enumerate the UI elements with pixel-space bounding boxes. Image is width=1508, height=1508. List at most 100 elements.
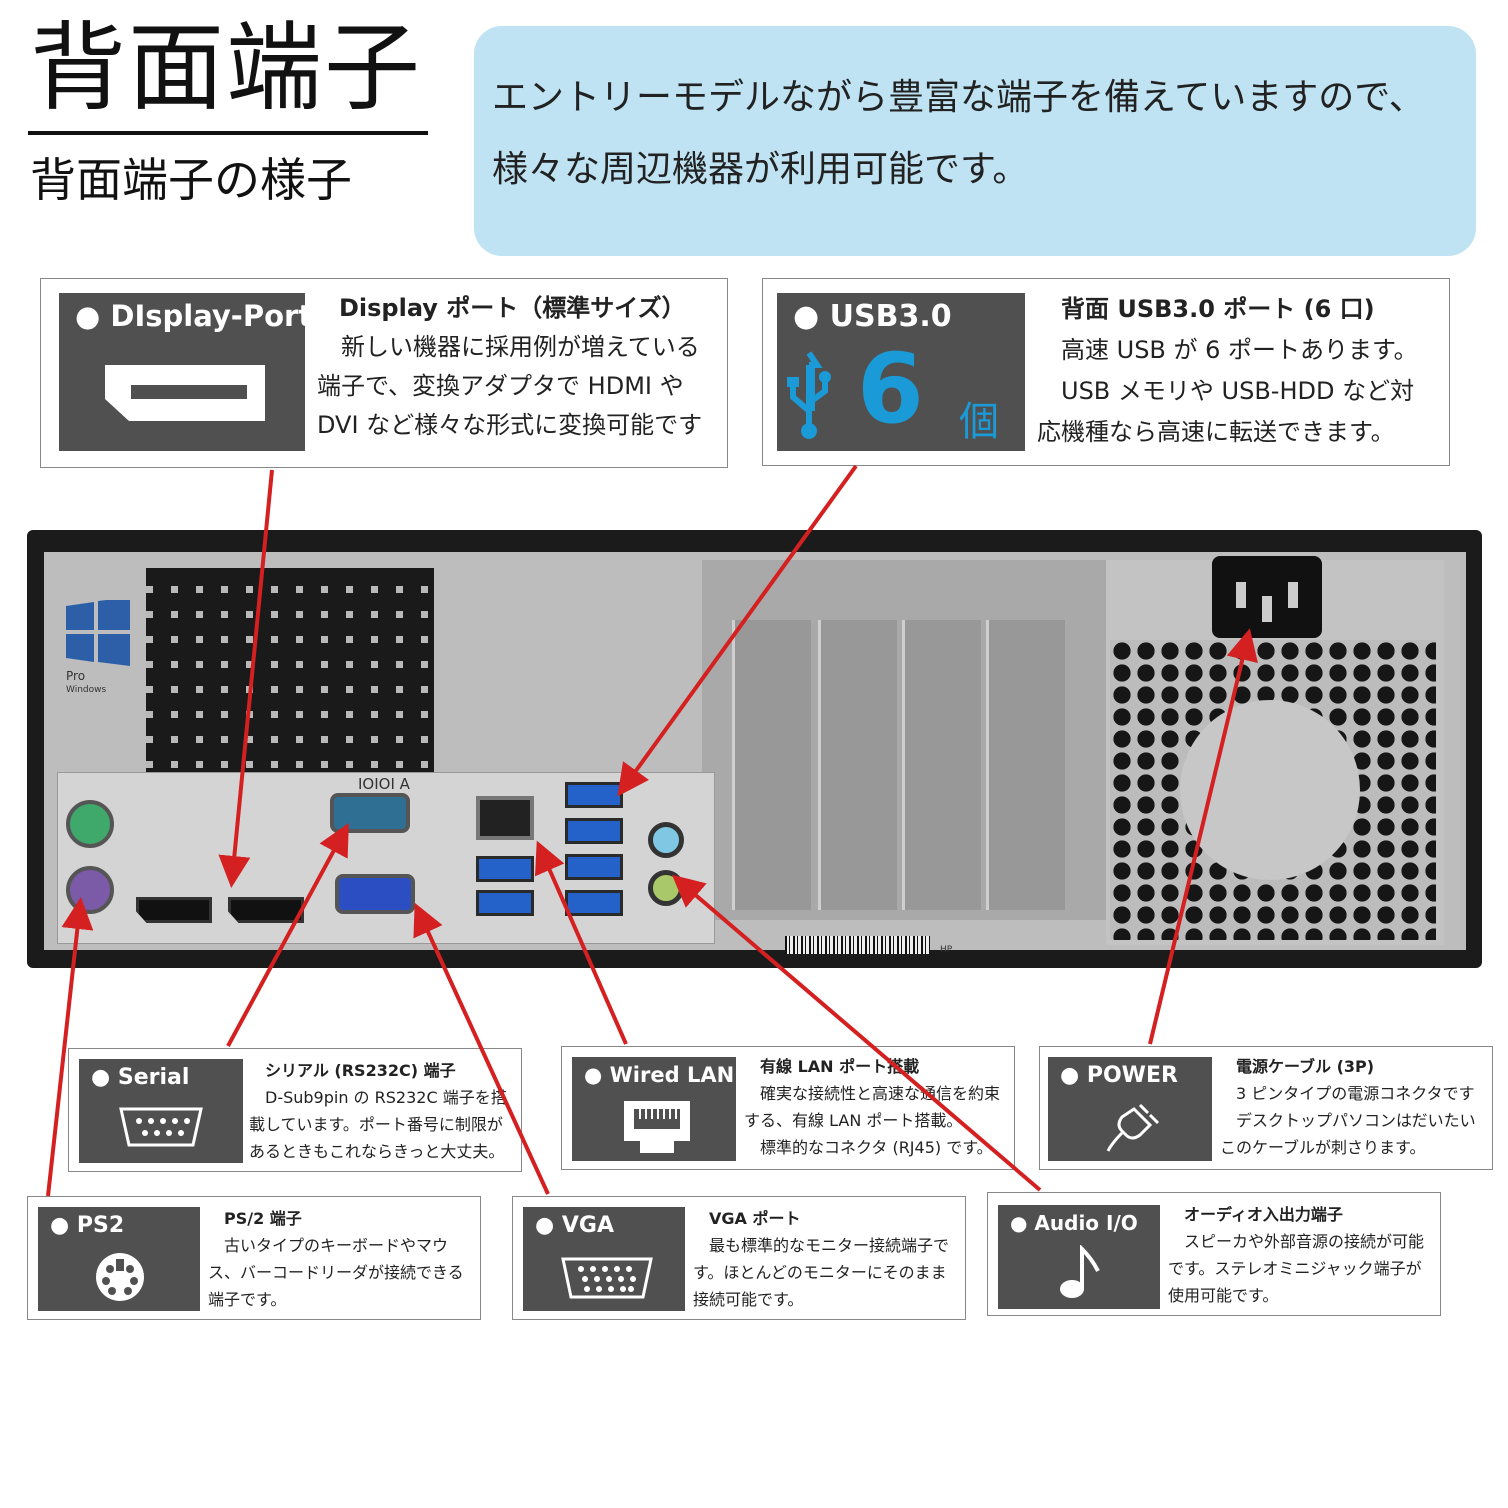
desc-line: 古いタイプのキーボードやマウ: [208, 1236, 449, 1255]
callout-ps2: ● PS2 PS/2 端子 古いタイプのキーボードやマウ ス、バーコードリーダが…: [27, 1196, 481, 1320]
badge-label: ● PS2: [50, 1213, 125, 1238]
desc-line: デスクトップパソコンはだいたい: [1220, 1111, 1476, 1130]
desc-heading: VGA ポート: [709, 1209, 801, 1228]
desc-line: 端子で、変換アダプタで HDMI や: [317, 372, 684, 400]
usb-trident-icon: [787, 351, 831, 439]
power-plug-icon: [1106, 1103, 1160, 1152]
desc-line: 高速 USB が 6 ポートあります。: [1037, 336, 1418, 364]
desc-displayport: Display ポート（標準サイズ） 新しい機器に採用例が増えている 端子で、変…: [317, 289, 702, 445]
desc-line: USB メモリや USB-HDD など対: [1037, 377, 1415, 405]
displayport-2: [228, 897, 304, 923]
desc-line: このケーブルが刺さります。: [1220, 1138, 1426, 1157]
os-label-1: Pro: [66, 669, 85, 683]
audio-in-jack: [648, 822, 684, 858]
desc-usb: 背面 USB3.0 ポート (6 口) 高速 USB が 6 ポートあります。 …: [1037, 289, 1418, 453]
callout-serial: ● Serial シリアル (RS232C) 端子 D-Sub9pin の RS…: [68, 1048, 522, 1172]
desc-line: 3 ピンタイプの電源コネクタです: [1220, 1084, 1475, 1103]
desc-line: あるときもこれならきっと大丈夫。: [249, 1142, 505, 1161]
desc-ps2: PS/2 端子 古いタイプのキーボードやマウ ス、バーコードリーダが接続できる …: [208, 1205, 464, 1313]
desc-line: 確実な接続性と高速な通信を約束: [744, 1084, 1001, 1103]
badge-displayport: ● DIsplay-Port: [59, 293, 312, 451]
badge-label: ● POWER: [1060, 1063, 1178, 1088]
lan-port: [476, 796, 534, 840]
os-label-2: Windows: [66, 685, 106, 695]
usb-port-3: [565, 782, 623, 808]
rj45-connector-icon: [624, 1101, 690, 1153]
vga-connector-icon: [561, 1257, 653, 1299]
badge-lan: ● Wired LAN: [572, 1057, 736, 1161]
desc-line: 接続可能です。: [693, 1290, 804, 1309]
serial-port: [330, 793, 410, 833]
desc-power: 電源ケーブル (3P) 3 ピンタイプの電源コネクタです デスクトップパソコンは…: [1220, 1053, 1476, 1161]
brand-label: HP: [940, 945, 953, 955]
badge-serial: ● Serial: [79, 1059, 243, 1163]
callout-displayport: ● DIsplay-Port Display ポート（標準サイズ） 新しい機器に…: [40, 278, 728, 468]
callout-vga: ● VGA VGA ポート 最も標準的なモニター接続端子で す。ほとんどのモニタ…: [512, 1196, 966, 1320]
desc-heading: PS/2 端子: [224, 1209, 302, 1228]
ac-inlet: [1212, 556, 1322, 638]
badge-power: ● POWER: [1048, 1057, 1212, 1161]
desc-line: スピーカや外部音源の接続が可能: [1168, 1232, 1425, 1251]
desc-line: 載しています。ポート番号に制限が: [249, 1115, 503, 1134]
badge-usb: ● USB3.0 6 個: [777, 293, 1025, 451]
desc-line: する、有線 LAN ポート搭載。: [744, 1111, 963, 1130]
usb-port-4: [565, 818, 623, 844]
ps2-keyboard-port: [66, 866, 114, 914]
ps2-connector-icon: [96, 1253, 144, 1301]
serial-marking: IOIOI A: [358, 775, 410, 793]
badge-vga: ● VGA: [523, 1207, 685, 1311]
desc-vga: VGA ポート 最も標準的なモニター接続端子で す。ほとんどのモニターにそのまま…: [693, 1205, 949, 1313]
vent-grill: [146, 568, 434, 773]
badge-label: ● Serial: [91, 1065, 190, 1090]
desc-line: DVI など様々な形式に変換可能です: [317, 411, 703, 439]
audio-out-jack: [648, 870, 684, 906]
callout-power: ● POWER 電源ケーブル (3P) 3 ピンタイプの電源コネクタです デスク…: [1039, 1046, 1493, 1170]
desc-line: 新しい機器に採用例が増えている: [317, 333, 700, 361]
desc-heading: Display ポート（標準サイズ）: [339, 294, 686, 322]
displayport-1: [136, 897, 212, 923]
callout-lan: ● Wired LAN 有線 LAN ポート搭載 確実な接続性と高速な通信を約束…: [561, 1046, 1015, 1170]
page-subtitle: 背面端子の様子: [30, 153, 352, 207]
badge-label: ● DIsplay-Port: [75, 299, 313, 333]
usb-port-2: [476, 890, 534, 916]
badge-label: ● VGA: [535, 1213, 614, 1238]
ps2-mouse-port: [66, 800, 114, 848]
desc-line: 応機種なら高速に転送できます。: [1037, 418, 1395, 446]
callout-audio: ● Audio I/O オーディオ入出力端子 スピーカや外部音源の接続が可能 で…: [987, 1192, 1441, 1316]
desc-line: 使用可能です。: [1168, 1286, 1279, 1305]
desc-line: D-Sub9pin の RS232C 端子を搭: [249, 1088, 507, 1107]
usb-port-6: [565, 890, 623, 916]
desc-line: 最も標準的なモニター接続端子で: [693, 1236, 950, 1255]
badge-audio: ● Audio I/O: [998, 1205, 1160, 1309]
desc-heading: 背面 USB3.0 ポート (6 口): [1061, 295, 1375, 323]
vga-port: [335, 874, 415, 914]
usb-count-unit: 個: [959, 399, 999, 445]
desc-heading: 有線 LAN ポート搭載: [760, 1057, 920, 1076]
badge-label: ● USB3.0: [793, 299, 952, 334]
badge-label: ● Audio I/O: [1010, 1211, 1138, 1235]
desc-lan: 有線 LAN ポート搭載 確実な接続性と高速な通信を約束 する、有線 LAN ポ…: [744, 1053, 1000, 1161]
windows-logo-icon: Pro Windows: [66, 600, 130, 695]
badge-ps2: ● PS2: [38, 1207, 200, 1311]
callout-usb: ● USB3.0 6 個 背面 USB3.0 ポート (6 口) 高速 USB …: [762, 278, 1450, 466]
music-note-icon: [1060, 1245, 1100, 1298]
desc-heading: 電源ケーブル (3P): [1236, 1057, 1375, 1076]
page-title: 背面端子: [30, 12, 422, 124]
usb-count: 6: [857, 333, 924, 445]
desc-line: 標準的なコネクタ (RJ45) です。: [744, 1138, 993, 1157]
desc-heading: オーディオ入出力端子: [1184, 1205, 1343, 1224]
badge-label: ● Wired LAN: [584, 1063, 735, 1087]
desc-line: です。ステレオミニジャック端子が: [1168, 1259, 1422, 1278]
intro-line-1: エントリーモデルながら豊富な端子を備えていますので、: [492, 77, 1425, 118]
displayport-connector-icon: [105, 365, 265, 421]
fan-hub: [1180, 700, 1360, 880]
intro-line-2: 様々な周辺機器が利用可能です。: [492, 149, 1029, 190]
usb-port-1: [476, 856, 534, 882]
db9-connector-icon: [119, 1107, 203, 1147]
desc-heading: シリアル (RS232C) 端子: [265, 1061, 456, 1080]
expansion-slots: [702, 560, 1106, 920]
intro-banner: エントリーモデルながら豊富な端子を備えていますので、 様々な周辺機器が利用可能で…: [474, 26, 1476, 256]
desc-line: ス、バーコードリーダが接続できる: [208, 1263, 464, 1282]
desc-line: す。ほとんどのモニターにそのまま: [693, 1263, 947, 1282]
desc-serial: シリアル (RS232C) 端子 D-Sub9pin の RS232C 端子を搭…: [249, 1057, 507, 1165]
